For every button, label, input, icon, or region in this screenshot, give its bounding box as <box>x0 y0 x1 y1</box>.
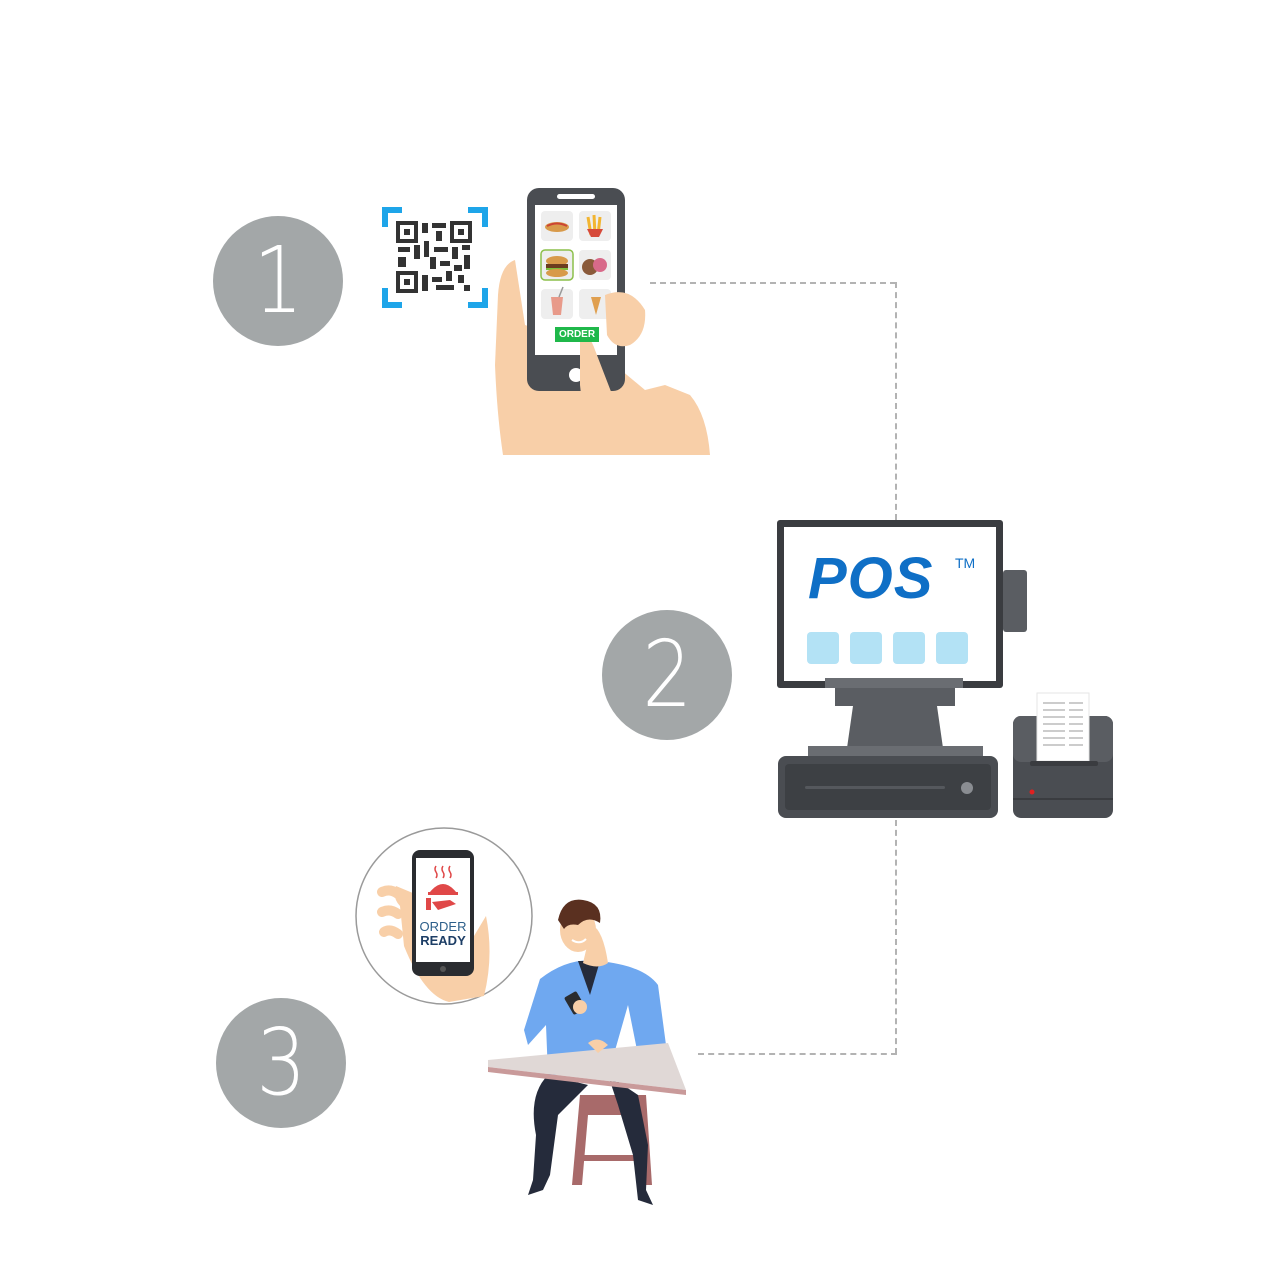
connector-step1-to-pos-vertical <box>895 282 897 520</box>
pos-trademark: TM <box>955 555 976 571</box>
step-1-number: 1 <box>253 227 303 334</box>
step-1-badge: 1 <box>213 216 343 346</box>
connector-step1-to-pos-horizontal <box>650 282 896 284</box>
customer-at-table-illustration <box>488 895 688 1210</box>
step-2-badge: 2 <box>602 610 732 740</box>
notification-order-text: ORDER <box>419 919 467 934</box>
order-ready-bubble <box>354 826 534 1006</box>
order-button[interactable]: ORDER <box>555 327 599 342</box>
step-3-number: 3 <box>256 1009 306 1116</box>
connector-pos-to-step3-vertical <box>895 820 897 1054</box>
qr-code-icon <box>380 205 490 310</box>
pos-terminal-illustration <box>775 518 1115 823</box>
step-3-badge: 3 <box>216 998 346 1128</box>
step-1-phone-illustration <box>495 185 715 460</box>
step-2-number: 2 <box>642 621 692 728</box>
pos-logo: POS <box>808 546 934 611</box>
connector-pos-to-step3-horizontal <box>698 1053 897 1055</box>
notification-ready-text: READY <box>420 933 466 948</box>
